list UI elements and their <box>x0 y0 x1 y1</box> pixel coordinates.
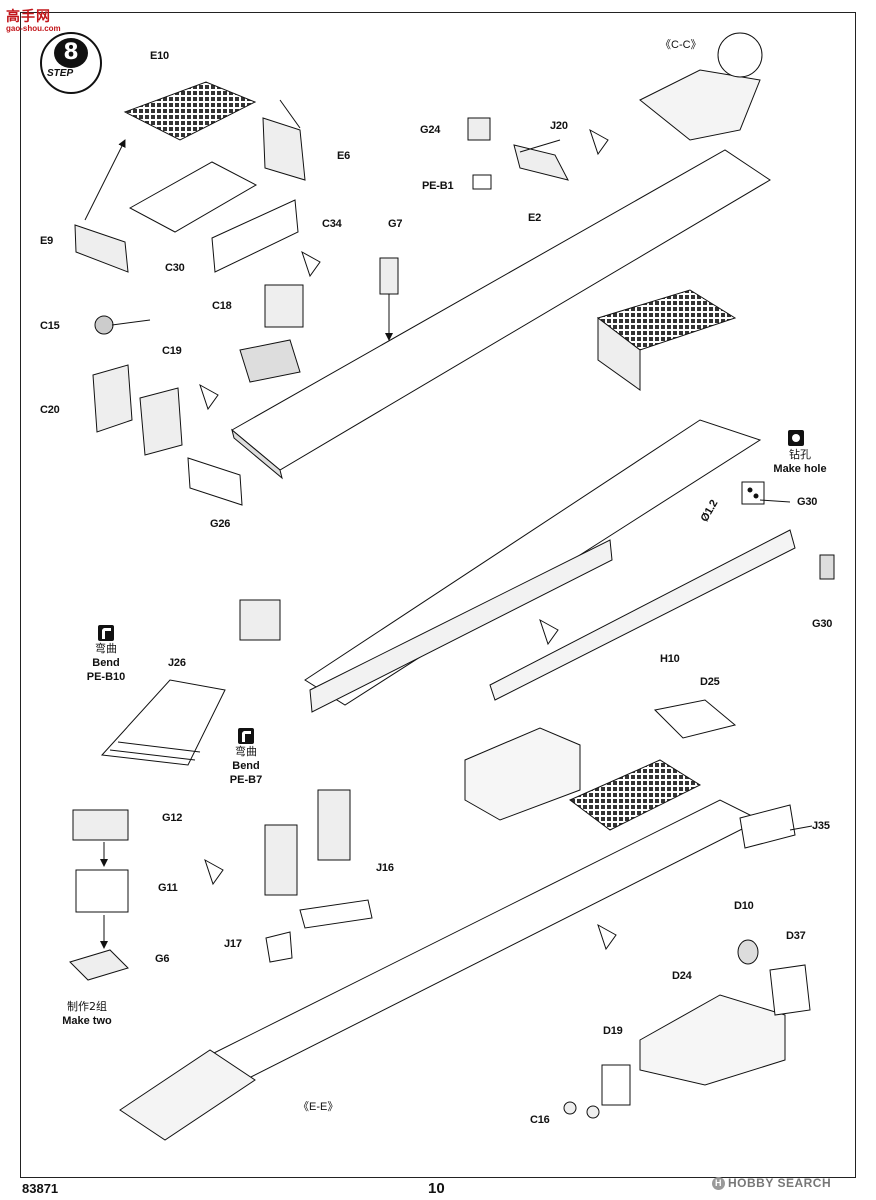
g12-part <box>72 809 129 841</box>
part-label-e6: E6 <box>337 150 351 162</box>
part-label-j35: J35 <box>812 820 830 832</box>
drill-icon <box>788 430 804 446</box>
e2-side <box>231 428 283 480</box>
part-label-c20: C20 <box>40 404 60 416</box>
j35-plate <box>739 804 796 849</box>
part-label-pe-b1: PE-B1 <box>422 180 454 192</box>
page-number: 10 <box>428 1180 445 1197</box>
bend-note-2-part: PE-B7 <box>229 774 263 786</box>
bend-note-2-cn: 弯曲 <box>235 745 257 758</box>
e9-part <box>74 224 129 273</box>
c34-part <box>211 199 299 273</box>
part-label-g26: G26 <box>210 518 231 530</box>
part-label-c16: C16 <box>530 1114 550 1126</box>
part-label-g6: G6 <box>155 953 170 965</box>
part-label-e9: E9 <box>40 235 54 247</box>
part-label-g11: G11 <box>158 882 178 894</box>
j16-bracket <box>299 899 373 929</box>
c30-plate <box>128 161 258 233</box>
step-number: 8 <box>54 38 88 68</box>
section-label-cc: 《C-C》 <box>660 39 702 51</box>
drill-note-cn: 钻孔 <box>789 448 811 461</box>
d25-plate <box>653 699 737 739</box>
part-label-d37: D37 <box>786 930 806 942</box>
bend-note-1-part: PE-B10 <box>86 671 126 683</box>
cc-assembly <box>639 69 761 141</box>
bend-icon <box>98 625 114 641</box>
part-label-d10: D10 <box>734 900 754 912</box>
part-label-g24: G24 <box>420 124 441 136</box>
e6-part <box>262 117 306 181</box>
e10-grille <box>123 81 257 141</box>
middle-side <box>309 539 613 713</box>
part-label-j20: J20 <box>550 120 568 132</box>
drill-note: 钻孔 Make hole <box>770 448 830 476</box>
step-badge: 8 STEP <box>40 32 102 94</box>
d19-plate <box>601 1064 631 1106</box>
part-label-d25: D25 <box>700 676 720 688</box>
part-label-c18: C18 <box>212 300 232 312</box>
g6-part <box>69 949 129 981</box>
part-label-g12: G12 <box>162 812 183 824</box>
g26-plate <box>187 457 243 506</box>
j26-ramp <box>100 679 226 766</box>
part-label-c19: C19 <box>162 345 182 357</box>
watermark-url: gao-shou.com <box>6 24 61 33</box>
watermark-brand: 高手网 <box>6 9 51 25</box>
make-two-note: 制作2组 Make two <box>54 1000 120 1028</box>
part-label-e10: E10 <box>150 50 169 62</box>
hobby-search-logo-icon: H <box>712 1177 725 1191</box>
bend-note-1-en: Bend <box>92 657 120 669</box>
j17-bracket <box>265 931 293 963</box>
part-label-j16: J16 <box>376 862 394 874</box>
d24-box <box>639 994 786 1086</box>
source-watermark-text: HOBBY SEARCH <box>728 1176 832 1190</box>
part-label-c30: C30 <box>165 262 185 274</box>
product-code: 83871 <box>22 1181 59 1196</box>
section-label-ee: 《E-E》 <box>298 1101 339 1113</box>
part-label-d19: D19 <box>603 1025 623 1037</box>
part-label-j26: J26 <box>168 657 186 669</box>
bend-icon <box>238 728 254 744</box>
part-label-g30-b: G30 <box>812 618 833 630</box>
h10-plate <box>489 529 796 701</box>
part-label-e2: E2 <box>528 212 542 224</box>
bend-note-1-cn: 弯曲 <box>95 642 117 655</box>
left-box <box>464 727 581 821</box>
part-label-h10: H10 <box>660 653 680 665</box>
bend-note-1: 弯曲 Bend PE-B10 <box>78 642 134 684</box>
make-two-en: Make two <box>62 1015 112 1027</box>
drill-note-en: Make hole <box>773 463 827 475</box>
part-label-g30-a: G30 <box>797 496 818 508</box>
page-frame <box>20 12 856 1178</box>
bend-note-2-en: Bend <box>232 760 260 772</box>
make-two-cn: 制作2组 <box>67 1000 107 1013</box>
g11-part <box>75 869 129 913</box>
lower-front <box>119 1049 256 1141</box>
part-label-g7: G7 <box>388 218 403 230</box>
step-word: STEP <box>47 68 74 79</box>
bend-note-2: 弯曲 Bend PE-B7 <box>218 745 274 787</box>
part-label-j17: J17 <box>224 938 242 950</box>
part-label-c15: C15 <box>40 320 60 332</box>
part-label-d24: D24 <box>672 970 692 982</box>
part-label-c34: C34 <box>322 218 342 230</box>
